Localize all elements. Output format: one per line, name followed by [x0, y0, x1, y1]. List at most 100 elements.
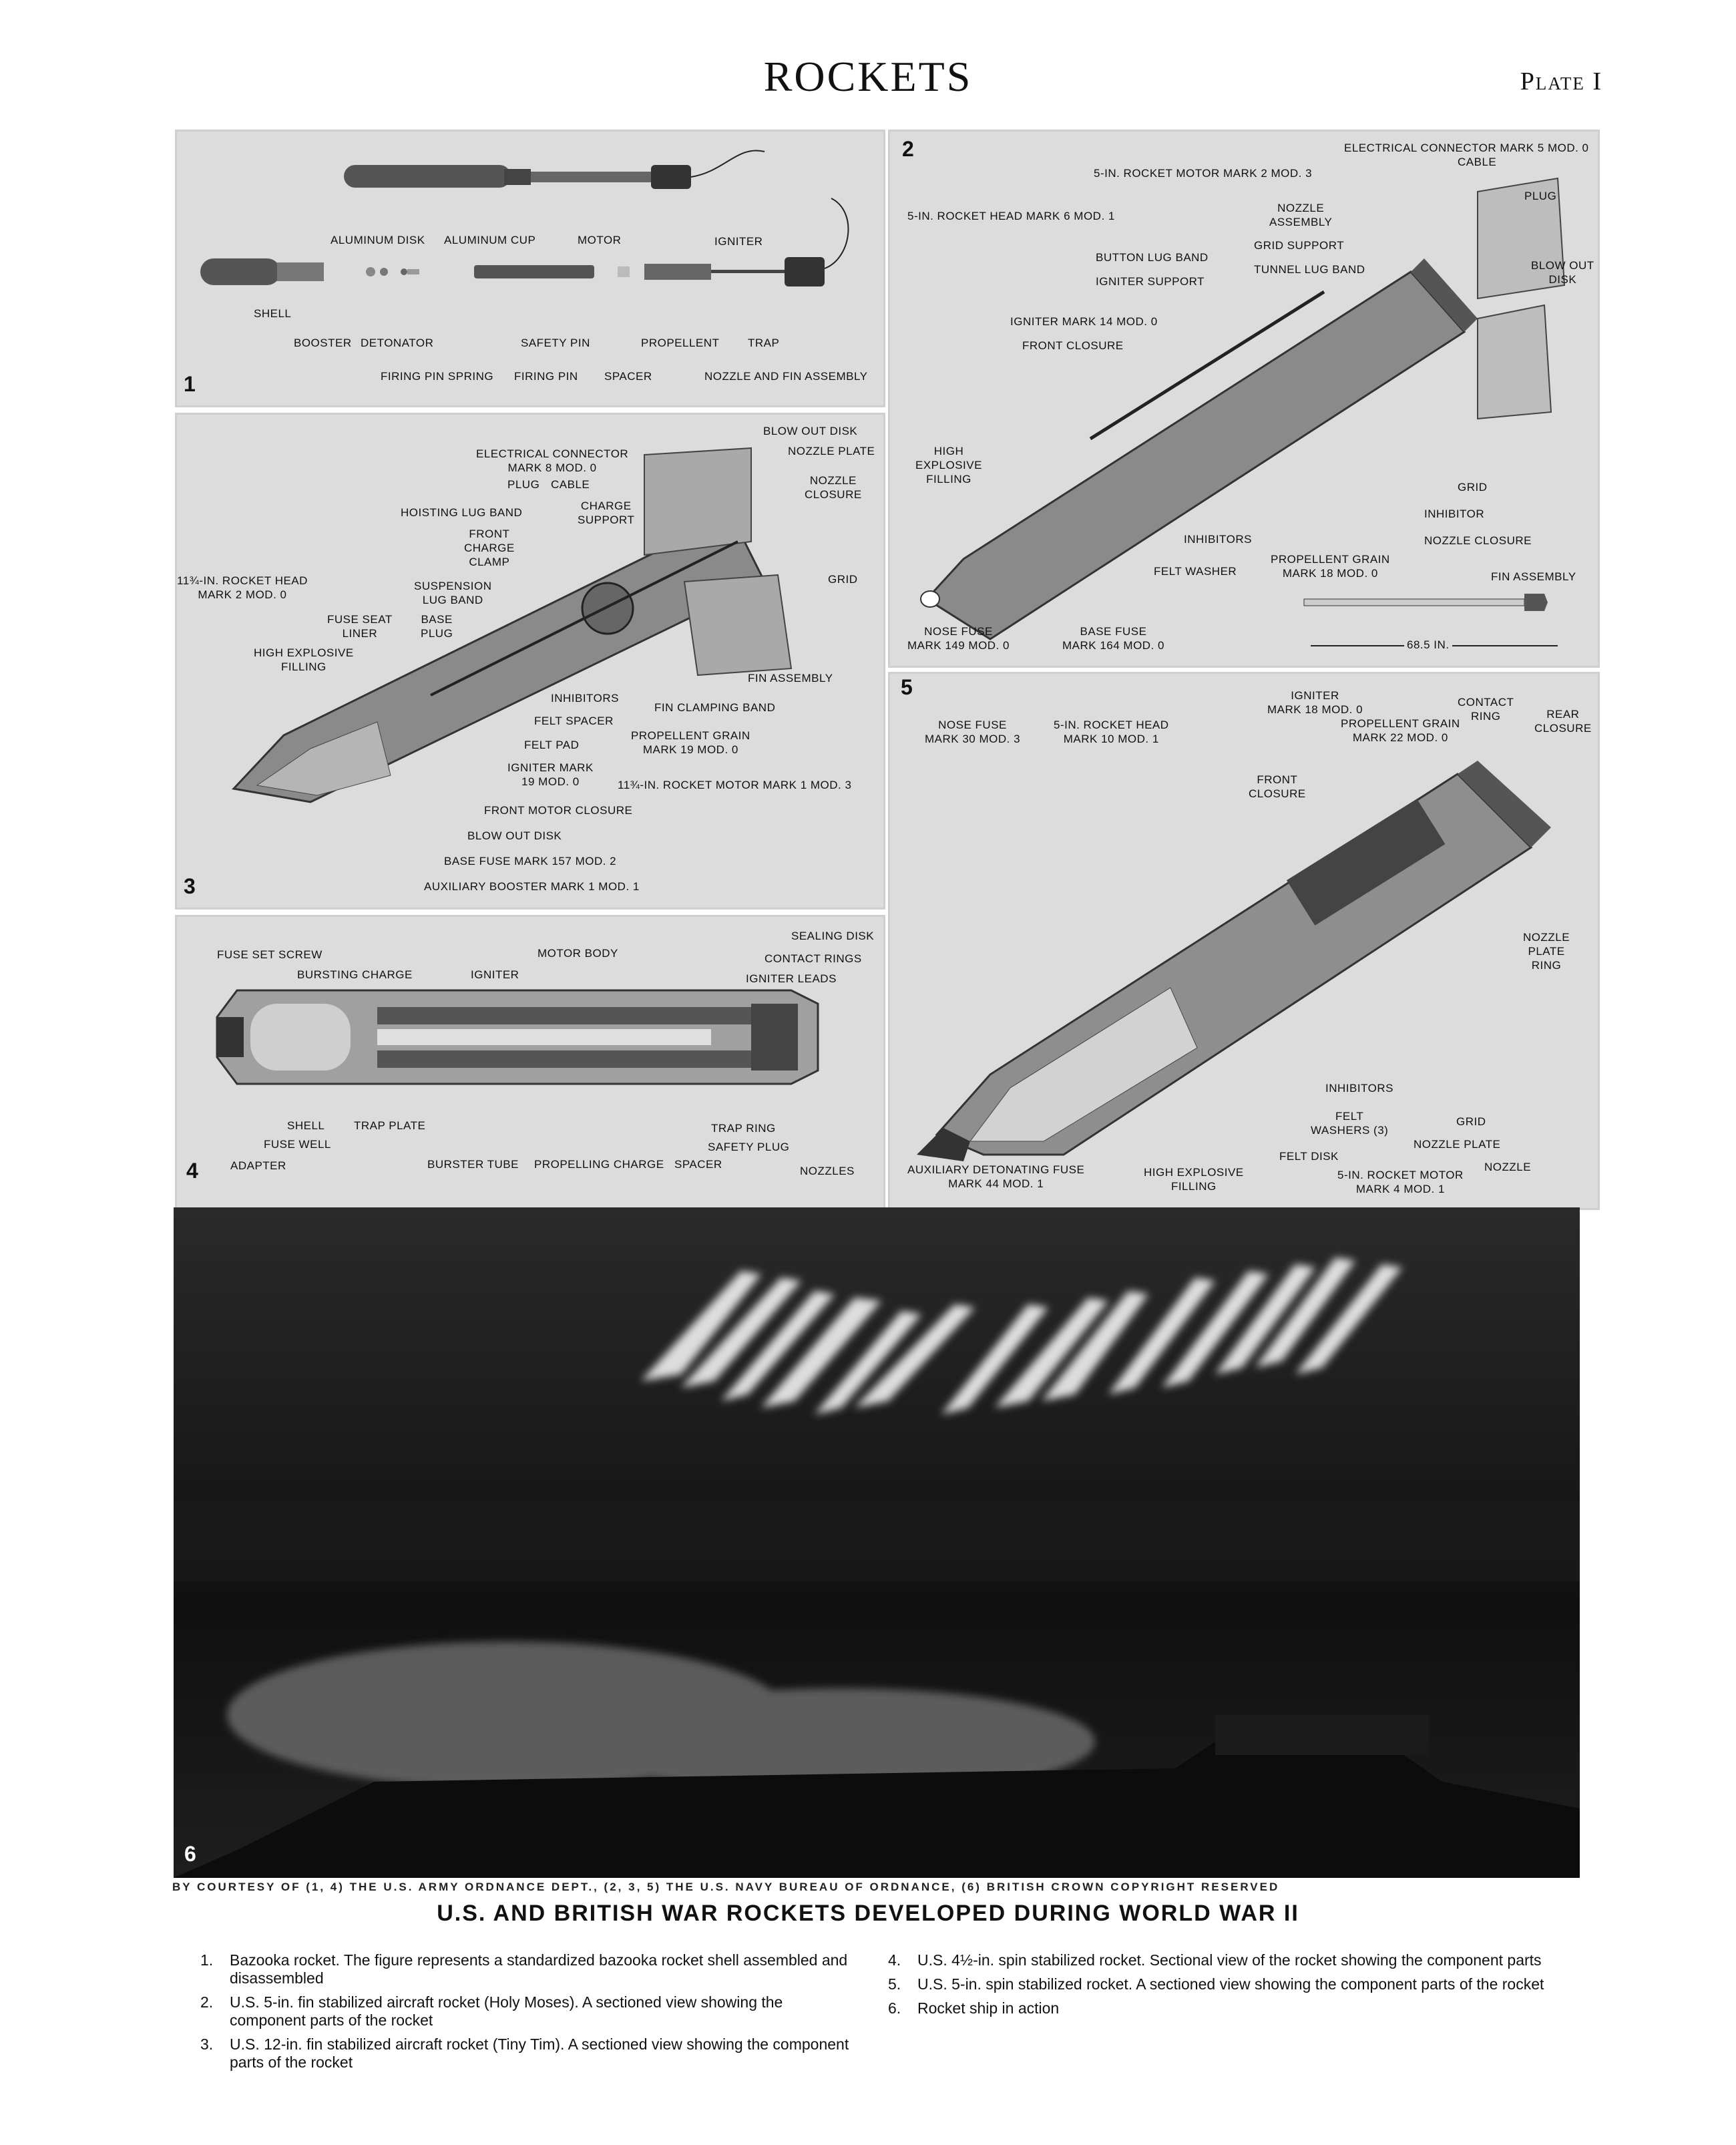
caption-item: 6.Rocket ship in action	[888, 1999, 1549, 2017]
label: NOZZLE PLATE	[788, 445, 875, 457]
label: GRID	[1458, 481, 1488, 494]
rocket-ship-photo-illustration	[174, 1207, 1580, 1878]
label: NOZZLE PLATE	[1414, 1138, 1501, 1151]
caption-number: 1.	[200, 1951, 214, 1969]
label: FRONT CLOSURE	[1249, 773, 1306, 800]
label: PROPELLING CHARGE	[534, 1158, 664, 1171]
label: NOZZLE AND FIN ASSEMBLY	[704, 370, 868, 383]
caption-item: 2. U.S. 5-in. fin stabilized aircraft roc…	[200, 1993, 861, 2029]
label: BLOW OUT DISK	[763, 425, 858, 437]
panel-number: 5	[901, 675, 913, 699]
label: 5-IN. ROCKET HEAD MARK 6 MOD. 1	[907, 210, 1115, 222]
label: IGNITER MARK 19 MOD. 0	[507, 761, 594, 788]
caption-number: 6.	[888, 1999, 901, 2017]
caption-item: 1. Bazooka rocket. The figure represents …	[200, 1951, 861, 1987]
label: ELECTRICAL CONNECTOR MARK 8 MOD. 0	[476, 447, 629, 474]
label: BLOW OUT DISK	[1531, 259, 1594, 286]
label: ADAPTER	[230, 1159, 286, 1172]
captions-left: 1. Bazooka rocket. The figure represents …	[200, 1951, 861, 2078]
label: HIGH EXPLOSIVE FILLING	[915, 445, 982, 485]
label: NOSE FUSE MARK 149 MOD. 0	[907, 625, 1010, 652]
label: 11¾-IN. ROCKET HEAD MARK 2 MOD. 0	[177, 574, 308, 601]
label: PROPELLENT GRAIN MARK 19 MOD. 0	[631, 729, 750, 756]
label: FELT PAD	[524, 739, 580, 751]
label: FRONT MOTOR CLOSURE	[484, 804, 633, 817]
label: FELT WASHERS (3)	[1311, 1110, 1389, 1137]
caption-text: U.S. 12-in. fin stabilized aircraft rock…	[230, 2035, 849, 2071]
caption-number: 2.	[200, 1993, 214, 2011]
label: IGNITER MARK 14 MOD. 0	[1010, 315, 1158, 328]
spin-rocket-5-illustration	[917, 761, 1551, 1161]
label: CONTACT RING	[1458, 696, 1514, 723]
caption-number: 4.	[888, 1951, 901, 1969]
caption-title: U.S. AND BRITISH WAR ROCKETS DEVELOPED D…	[437, 1901, 1299, 1926]
label: BLOW OUT DISK	[467, 829, 562, 842]
label: ALUMINUM CUP	[444, 234, 536, 246]
label: INHIBITORS	[1184, 533, 1252, 546]
caption-text: U.S. 5-in. spin stabilized rocket. A sec…	[917, 1975, 1544, 1993]
spin-rocket-illustration	[216, 989, 819, 1085]
label: PROPELLENT GRAIN MARK 18 MOD. 0	[1271, 553, 1390, 580]
label: 5-IN. ROCKET MOTOR MARK 4 MOD. 1	[1337, 1169, 1464, 1195]
label: 5-IN. ROCKET MOTOR MARK 2 MOD. 3	[1094, 167, 1313, 180]
label: SPACER	[604, 370, 652, 383]
label: GRID	[1456, 1115, 1486, 1128]
label: FIRING PIN SPRING	[381, 370, 494, 383]
label: FELT DISK	[1279, 1150, 1339, 1163]
panel-number: 2	[902, 137, 914, 161]
label: FELT WASHER	[1154, 565, 1237, 578]
label: FIN CLAMPING BAND	[654, 701, 776, 714]
label: CHARGE SUPPORT	[578, 500, 635, 526]
label: SAFETY PLUG	[708, 1141, 790, 1153]
label: ELECTRICAL CONNECTOR MARK 5 MOD. 0	[1344, 142, 1589, 154]
captions-right: 4. U.S. 4½-in. spin stabilized rocket. Se…	[888, 1951, 1549, 2023]
label: FELT SPACER	[534, 715, 614, 727]
label: FIN ASSEMBLY	[1491, 570, 1576, 583]
label: IGNITER LEADS	[746, 972, 837, 985]
label: BASE PLUG	[421, 613, 453, 640]
panel-6-rocket-ship-photo: 6	[174, 1207, 1580, 1878]
label: ALUMINUM DISK	[331, 234, 425, 246]
label: PROPELLENT GRAIN MARK 22 MOD. 0	[1341, 717, 1460, 744]
caption-item: 3.U.S. 12-in. fin stabilized aircraft ro…	[200, 2035, 861, 2072]
label: NOZZLE CLOSURE	[1424, 534, 1532, 547]
label: SAFETY PIN	[521, 337, 590, 349]
caption-text: Bazooka rocket. The figure represents a …	[230, 1951, 848, 1987]
panel-4-spin-rocket: 4 SEALING DISK FUSE SET SCREW MOTOR BODY…	[175, 915, 885, 1210]
caption-text: U.S. 4½-in. spin stabilized rocket. Sect…	[917, 1951, 1542, 1969]
label: BOOSTER	[294, 337, 352, 349]
label: INHIBITOR	[1424, 508, 1485, 520]
label: NOZZLE	[1484, 1161, 1532, 1173]
label: IGNITER	[471, 968, 519, 981]
panel-number: 1	[184, 372, 196, 396]
label: INHIBITORS	[551, 692, 619, 705]
label: MOTOR	[578, 234, 622, 246]
label: NOSE FUSE MARK 30 MOD. 3	[925, 719, 1021, 745]
label: BUTTON LUG BAND	[1096, 251, 1209, 264]
label: FUSE WELL	[264, 1138, 331, 1151]
panel-2-holy-moses: 2 ELECTRICAL CONNECTOR MARK 5 MOD. 0 CAB…	[888, 130, 1600, 668]
plate-label: Plate I	[1520, 67, 1602, 95]
panel-number: 3	[184, 874, 196, 898]
label: HIGH EXPLOSIVE FILLING	[254, 646, 354, 673]
caption-text: U.S. 5-in. fin stabilized aircraft rocke…	[230, 1993, 783, 2029]
label: TRAP PLATE	[354, 1119, 426, 1132]
label: DETONATOR	[361, 337, 434, 349]
panel-number: 6	[184, 1842, 196, 1866]
label: 68.5 IN.	[1404, 638, 1452, 652]
label: FUSE SET SCREW	[217, 948, 322, 961]
holy-moses-rocket-illustration	[920, 177, 1566, 646]
label: MOTOR BODY	[537, 947, 618, 960]
photo-credit: BY COURTESY OF (1, 4) THE U.S. ARMY ORDN…	[172, 1881, 1280, 1893]
tiny-tim-rocket-illustration	[232, 447, 793, 803]
label: INHIBITORS	[1325, 1082, 1393, 1095]
label: NOZZLE PLATE RING	[1523, 931, 1570, 972]
panel-1-bazooka: 1 ALUMINUM DISK ALUMINUM CUP MOTOR IGNIT…	[175, 130, 885, 407]
label: TUNNEL LUG BAND	[1254, 263, 1365, 276]
label: AUXILIARY BOOSTER MARK 1 MOD. 1	[424, 880, 640, 893]
label: GRID SUPPORT	[1254, 239, 1345, 252]
label: TRAP	[748, 337, 780, 349]
label: NOZZLES	[800, 1165, 855, 1177]
label: PROPELLENT	[641, 337, 720, 349]
label: SHELL	[254, 307, 292, 320]
